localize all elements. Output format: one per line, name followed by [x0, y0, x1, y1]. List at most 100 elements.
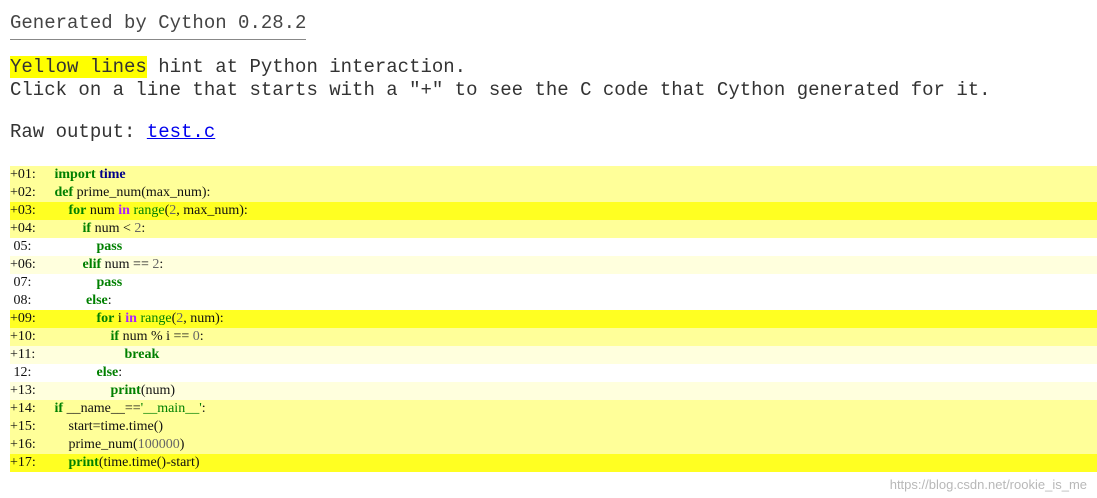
line-number: +15: [10, 419, 36, 434]
code-token: if [54, 401, 64, 416]
code-line[interactable]: +03: for num in range(2, max_num): [10, 202, 1097, 220]
code-token: start=time.time() [51, 419, 164, 434]
code-line[interactable]: +04: if num < 2: [10, 220, 1097, 238]
code-token: 2 [152, 257, 160, 272]
code-line: 12: else: [10, 364, 1097, 382]
code-line[interactable]: +13: print(num) [10, 382, 1097, 400]
code-token: num % i == [119, 329, 193, 344]
code-token: else [86, 293, 108, 308]
code-line[interactable]: +14: if __name__=='__main__': [10, 400, 1097, 418]
code-token: , max_num): [176, 203, 248, 218]
code-token: time [99, 167, 126, 182]
code-token: range [133, 203, 165, 218]
intro-text: Yellow lines hint at Python interaction.… [10, 56, 991, 102]
code-token: print [110, 383, 141, 398]
code-token: import [54, 167, 96, 182]
code-token: : [159, 257, 164, 272]
line-number: +13: [10, 383, 36, 398]
code-token: for [96, 311, 115, 326]
code-token: prime_num(max_num): [73, 185, 211, 200]
code-line: 05: pass [10, 238, 1097, 256]
code-token: elif [82, 257, 102, 272]
line-number: +06: [10, 257, 36, 272]
code-token: range [140, 311, 172, 326]
line-number: +02: [10, 185, 36, 200]
code-line[interactable]: +15: start=time.time() [10, 418, 1097, 436]
code-line[interactable]: +09: for i in range(2, num): [10, 310, 1097, 328]
code-token: pass [96, 275, 123, 290]
line-number: 05: [10, 239, 32, 254]
code-token: (time.time()-start) [98, 455, 200, 470]
code-token: i [114, 311, 126, 326]
line-number: 12: [10, 365, 32, 380]
code-token [51, 257, 83, 272]
intro-rest: hint at Python interaction. [146, 56, 467, 78]
code-token: if [110, 329, 120, 344]
code-token: num < [91, 221, 135, 236]
code-token [51, 293, 86, 308]
line-number: +04: [10, 221, 36, 236]
code-token: print [68, 455, 99, 470]
code-token: prime_num( [51, 437, 138, 452]
code-token: 2 [169, 203, 177, 218]
code-line[interactable]: +01: import time [10, 166, 1097, 184]
code-token: , num): [183, 311, 224, 326]
code-token [51, 383, 111, 398]
code-token: ) [179, 437, 185, 452]
code-token: 2 [176, 311, 184, 326]
code-token: 100000 [137, 437, 180, 452]
code-token: for [68, 203, 87, 218]
code-token [51, 455, 69, 470]
code-token: : [141, 221, 146, 236]
code-token [51, 347, 125, 362]
code-token [51, 311, 97, 326]
line-number: +10: [10, 329, 36, 344]
code-token: break [124, 347, 160, 362]
code-token: (num) [140, 383, 176, 398]
code-token: 2 [134, 221, 142, 236]
code-line[interactable]: +02: def prime_num(max_num): [10, 184, 1097, 202]
code-token: __name__== [63, 401, 141, 416]
code-line[interactable]: +10: if num % i == 0: [10, 328, 1097, 346]
code-token: : [118, 365, 123, 380]
header: Generated by Cython 0.28.2 [10, 12, 307, 40]
code-token: : [201, 401, 206, 416]
line-number: +09: [10, 311, 36, 326]
code-token [51, 239, 97, 254]
watermark: https://blog.csdn.net/rookie_is_me [889, 477, 1087, 492]
code-token: '__main__' [140, 401, 202, 416]
line-number: 07: [10, 275, 32, 290]
raw-output-link[interactable]: test.c [146, 121, 216, 143]
raw-output-label: Raw output: [10, 121, 147, 143]
yellow-lines-highlight: Yellow lines [10, 56, 147, 78]
code-token: ( [164, 203, 170, 218]
line-number: +11: [10, 347, 36, 362]
line-number: 08: [10, 293, 32, 308]
raw-output: Raw output: test.c [10, 121, 215, 144]
line-number: +01: [10, 167, 36, 182]
code-line[interactable]: +16: prime_num(100000) [10, 436, 1097, 454]
code-token [51, 365, 97, 380]
code-token: def [54, 185, 74, 200]
code-token: ( [171, 311, 177, 326]
code-token: else [96, 365, 119, 380]
line-number: +14: [10, 401, 36, 416]
code-token: num == [101, 257, 153, 272]
code-token [51, 221, 83, 236]
code-token: in [118, 203, 130, 218]
code-token: num [86, 203, 119, 218]
code-token [51, 275, 97, 290]
code-token: pass [96, 239, 123, 254]
line-number: +17: [10, 455, 36, 470]
code-token: if [82, 221, 92, 236]
code-token: in [125, 311, 137, 326]
line-number: +03: [10, 203, 36, 218]
code-token: : [107, 293, 112, 308]
intro-line-1: Yellow lines hint at Python interaction. [10, 56, 991, 79]
code-line[interactable]: +17: print(time.time()-start) [10, 454, 1097, 472]
code-line[interactable]: +11: break [10, 346, 1097, 364]
generated-by-label: Generated by Cython 0.28.2 [10, 12, 307, 40]
code-token [51, 329, 111, 344]
code-token: : [199, 329, 204, 344]
code-line[interactable]: +06: elif num == 2: [10, 256, 1097, 274]
